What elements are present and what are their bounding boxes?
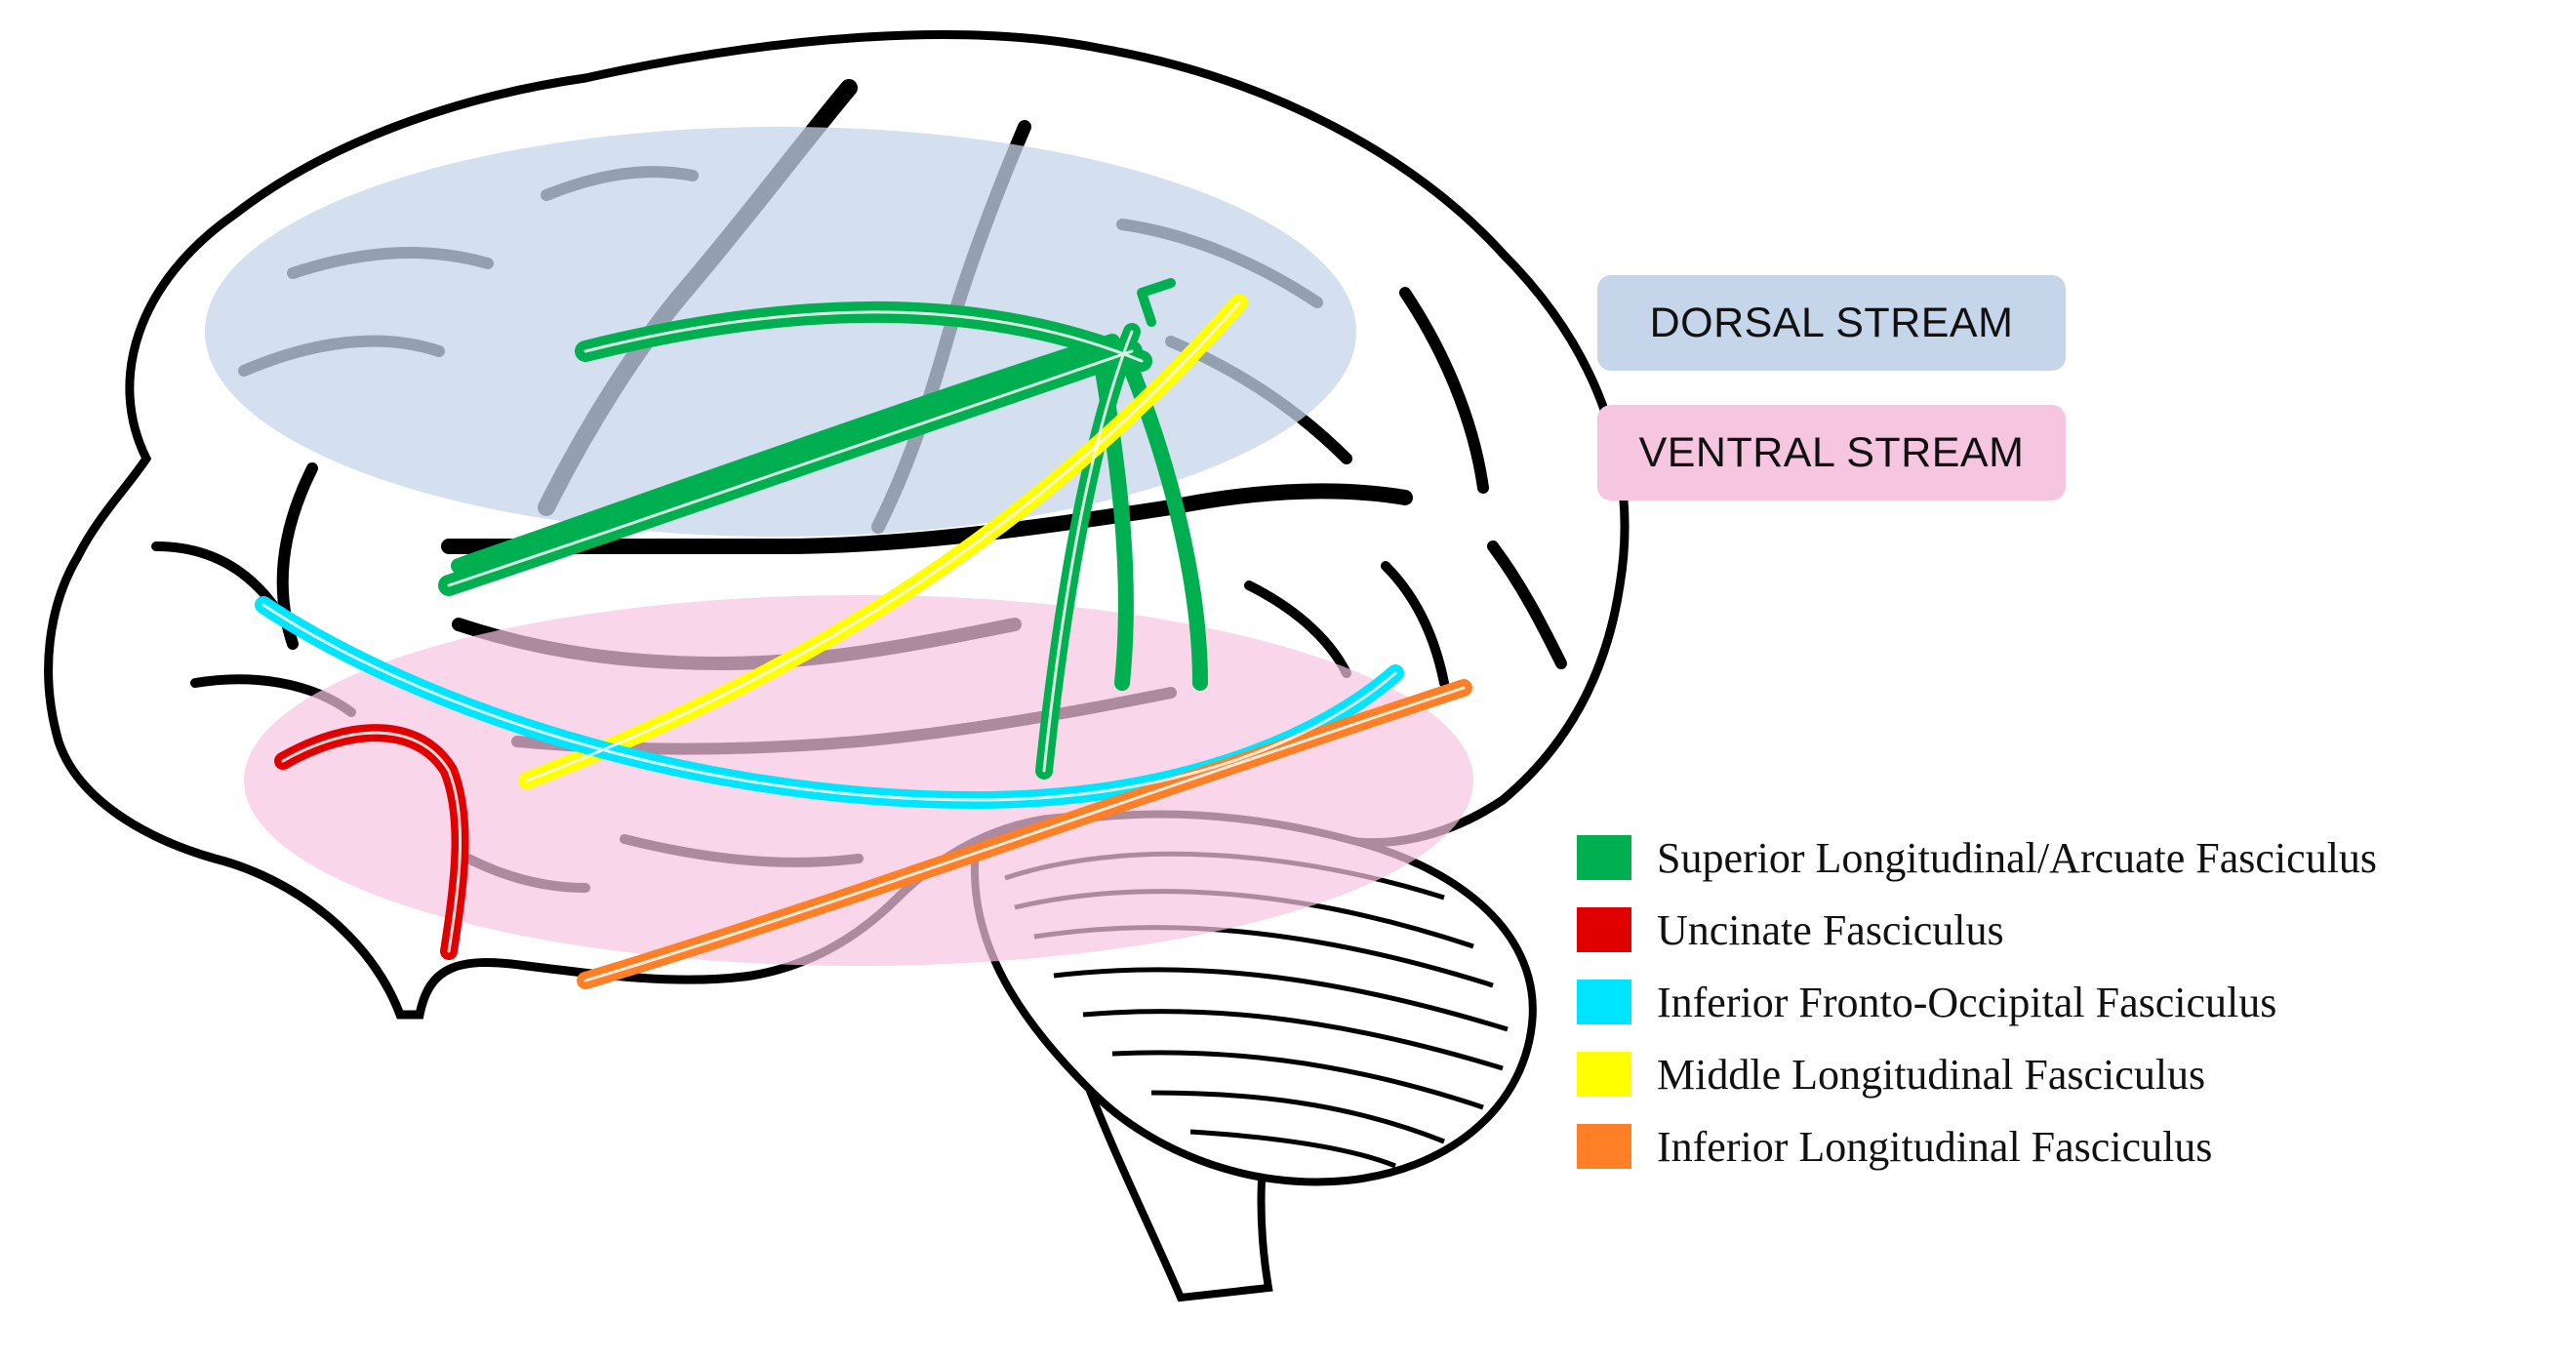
tract-legend: Superior Longitudinal/Arcuate Fasciculus… — [1577, 821, 2377, 1182]
fiber-tracts — [255, 278, 1472, 989]
legend-label-ifof: Inferior Fronto-Occipital Fasciculus — [1657, 978, 2277, 1026]
legend-swatch-ifof — [1577, 980, 1631, 1024]
legend-label-slf: Superior Longitudinal/Arcuate Fasciculus — [1657, 833, 2378, 882]
ventral-stream-label: VENTRAL STREAM — [1638, 428, 2025, 476]
legend-swatch-uf — [1577, 907, 1631, 952]
legend-label-mdlf: Middle Longitudinal Fasciculus — [1657, 1050, 2206, 1099]
legend-swatch-mdlf — [1577, 1052, 1631, 1097]
legend-item: Inferior Fronto-Occipital Fasciculus — [1577, 966, 2377, 1038]
legend-item: Inferior Longitudinal Fasciculus — [1577, 1110, 2377, 1182]
legend-swatch-slf — [1577, 835, 1631, 880]
dorsal-stream-label: DORSAL STREAM — [1649, 299, 2014, 346]
dorsal-stream-label-box: DORSAL STREAM — [1597, 275, 2066, 371]
legend-item: Middle Longitudinal Fasciculus — [1577, 1038, 2377, 1110]
legend-label-uf: Uncinate Fasciculus — [1657, 905, 2004, 954]
legend-swatch-ilf — [1577, 1124, 1631, 1169]
legend-label-ilf: Inferior Longitudinal Fasciculus — [1657, 1122, 2213, 1171]
legend-item: Uncinate Fasciculus — [1577, 894, 2377, 966]
ventral-stream-label-box: VENTRAL STREAM — [1597, 405, 2066, 501]
dorsal-stream-region — [205, 127, 1356, 537]
ventral-stream-region — [244, 595, 1473, 966]
legend-item: Superior Longitudinal/Arcuate Fasciculus — [1577, 821, 2377, 894]
